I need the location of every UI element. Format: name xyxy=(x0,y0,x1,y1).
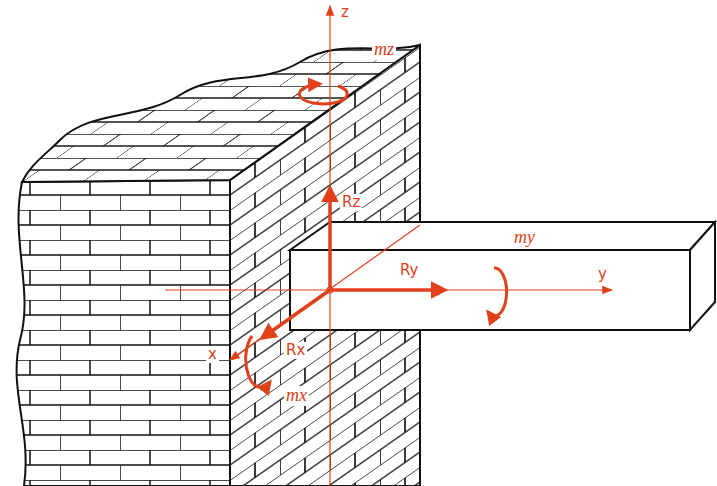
axis-label: z xyxy=(339,4,351,21)
force-arrow-y xyxy=(330,288,445,292)
wall-end-face xyxy=(17,180,230,486)
axis-label: y xyxy=(596,266,609,283)
force-label: Ry xyxy=(398,262,420,279)
moment-arrow-x xyxy=(246,336,270,387)
moment-label: my xyxy=(512,228,537,248)
y-axis xyxy=(165,289,612,290)
force-arrow-z xyxy=(328,188,332,290)
moment-label: mx xyxy=(284,386,309,406)
z-axis xyxy=(329,6,330,486)
force-label: Rx xyxy=(284,342,307,359)
moment-arrow-y xyxy=(488,268,507,316)
force-label: Rz xyxy=(340,194,362,211)
force-arrow-x xyxy=(262,290,330,338)
wall-top-bricks xyxy=(22,45,420,182)
moment-arrow-z xyxy=(299,84,347,104)
wall-top-face xyxy=(22,45,420,182)
moment-label: mz xyxy=(372,40,396,60)
x-axis xyxy=(230,225,420,360)
beam-top-face xyxy=(290,222,715,250)
beam-end-face xyxy=(690,222,715,330)
axis-label: x xyxy=(206,346,219,363)
